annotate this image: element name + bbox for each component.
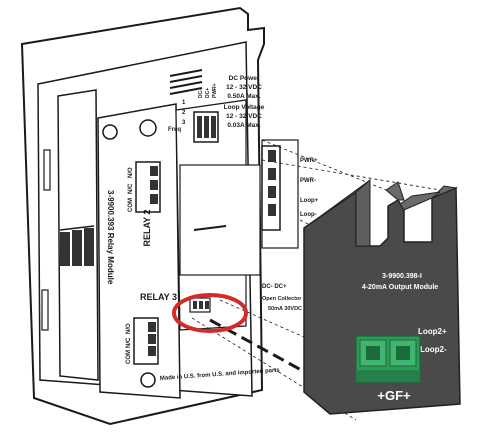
- dc-labels: DC- DC+: [262, 284, 287, 290]
- terminal-label-2: 2: [182, 110, 186, 116]
- open-collector-terminal: [189, 297, 211, 313]
- relay2-terminal: [135, 161, 161, 213]
- relay3-pin-no: N/O: [126, 323, 132, 334]
- connector-path: [209, 318, 357, 402]
- right-label-pwr-plus: PWR+: [300, 158, 318, 164]
- right-terminal: [261, 145, 281, 231]
- relay3-pin-nc: N/C: [126, 337, 132, 348]
- open-collector-rating: 50mA 30VDC: [268, 306, 302, 312]
- dc-power-title: DC Power: [229, 75, 260, 82]
- terminal-label-3: 3: [182, 120, 186, 126]
- vertical-label-dc-minus: DC-: [198, 89, 204, 98]
- module-loop-plus: Loop2+: [418, 327, 447, 336]
- relay2-pin-nc: N/C: [128, 183, 134, 194]
- dc-power-range: 12 - 32 VDC: [226, 84, 262, 91]
- freq-label: Freq: [168, 127, 181, 133]
- module-connector-label: +GF+: [377, 388, 411, 403]
- right-label-pwr-minus: PWR-: [300, 178, 316, 184]
- output-module: 3-9900.398-I 4-20mA Output Module Loop2+…: [303, 178, 461, 415]
- loop-voltage-range: 12 - 32 VDC: [226, 113, 262, 120]
- right-label-loop-minus: Loop-: [300, 212, 317, 218]
- open-collector-label: Open Collector: [262, 296, 302, 302]
- vertical-label-dc-plus: DC+: [205, 88, 211, 98]
- terminal-label-1: 1: [182, 100, 186, 106]
- relay2-pin-no: N/O: [128, 167, 134, 178]
- relay2-label: RELAY 2: [142, 209, 152, 246]
- module-loop-minus: Loop2-: [420, 345, 447, 354]
- relay-module-label: 3-9900.393 Relay Module: [106, 190, 115, 285]
- relay3-pin-com: COM: [126, 350, 132, 364]
- side-grille: [59, 225, 95, 266]
- meter-housing: [20, 6, 299, 426]
- relay3-terminal: [133, 317, 159, 365]
- relay3-label: RELAY 3: [140, 292, 177, 302]
- module-title: 4-20mA Output Module: [362, 284, 438, 291]
- vertical-label-pwr-plus: PWR+: [212, 83, 218, 98]
- green-connector: [355, 335, 421, 383]
- loop-voltage-title: Loop Voltage: [224, 104, 265, 111]
- relay2-pin-com: COM: [128, 198, 134, 212]
- right-label-loop-plus: Loop+: [300, 198, 319, 204]
- highlight-circle: [172, 293, 248, 333]
- vent-slots: [169, 69, 203, 95]
- power-terminal-block: [193, 111, 219, 143]
- dc-power-current: 0.50A Max.: [227, 93, 261, 100]
- module-part-number: 3-9900.398-I: [382, 273, 422, 280]
- loop-voltage-current: 0.03A Max.: [227, 122, 261, 129]
